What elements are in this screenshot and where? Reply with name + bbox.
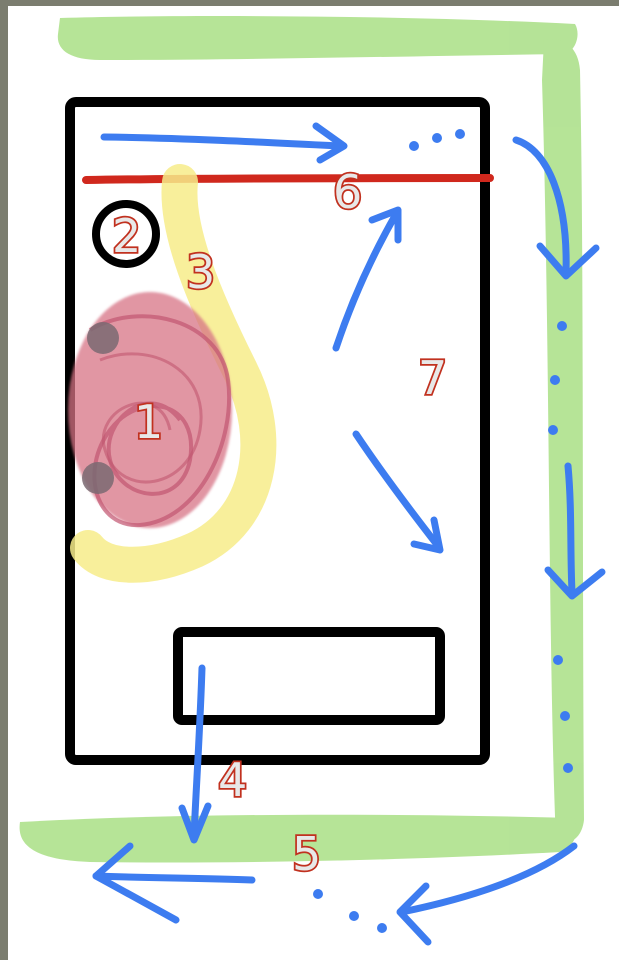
label-5: 5 — [292, 827, 321, 881]
gray-dot-bottom — [82, 462, 114, 494]
label-2: 2 — [112, 209, 141, 263]
label-1: 1 — [134, 395, 163, 449]
label-6: 6 — [333, 165, 362, 219]
label-7: 7 — [418, 351, 447, 405]
label-4: 4 — [218, 753, 247, 807]
label-3: 3 — [186, 245, 215, 299]
green-band-top — [58, 16, 578, 60]
blue-arrow-icon — [96, 876, 252, 880]
red-divider-line — [86, 178, 490, 180]
blue-arrow-icon — [568, 466, 572, 592]
gray-dot-top — [87, 322, 119, 354]
